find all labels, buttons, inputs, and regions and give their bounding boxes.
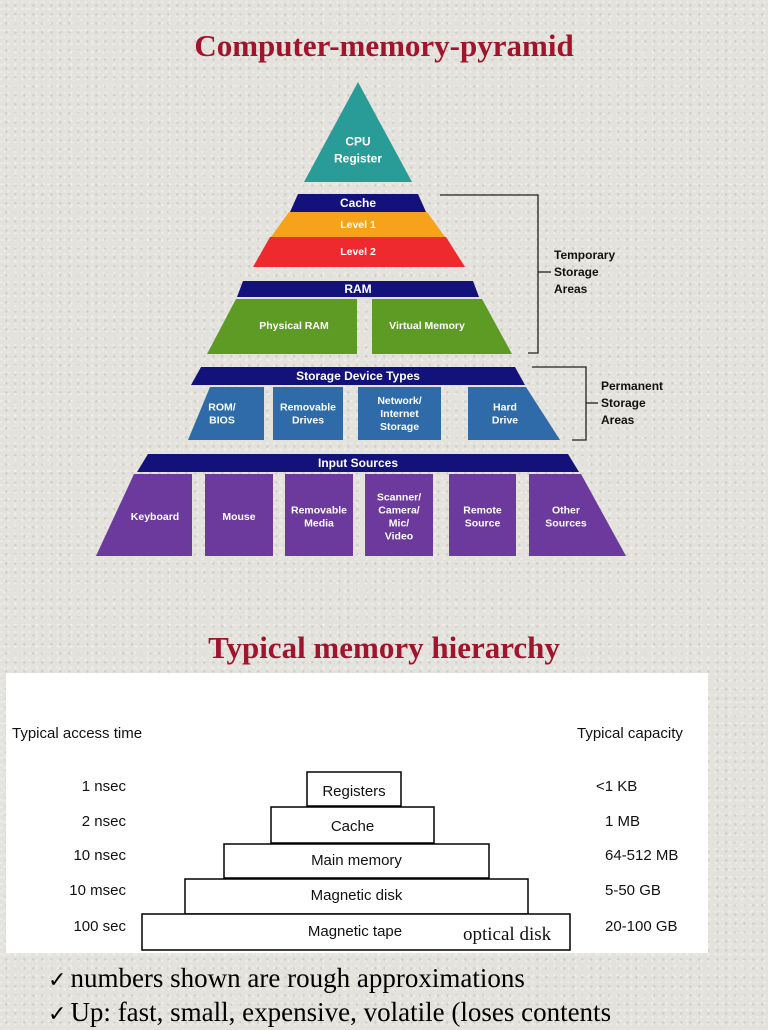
virtual-memory-label: Virtual Memory (389, 320, 465, 332)
capacity-value: 5-50 GB (605, 882, 661, 899)
input-header-band (137, 454, 579, 472)
input-source-block (449, 474, 516, 556)
input-source-block (365, 474, 433, 556)
hierarchy-level-box (223, 843, 490, 879)
storage-device-label: Network/ (377, 395, 421, 407)
hierarchy-level-box (270, 806, 435, 844)
input-source-block (205, 474, 273, 556)
cache-level2-label: Level 2 (340, 246, 376, 258)
hierarchy-panel: Typical access time Typical capacity 1 n… (6, 673, 708, 953)
storage-device-block (468, 387, 560, 440)
capacity-value: 20-100 GB (605, 918, 678, 935)
note-text: Up: fast, small, expensive, volatile (lo… (70, 997, 612, 1027)
access-time-value: 10 nsec (73, 847, 126, 864)
physical-ram-block (207, 299, 357, 354)
pyramid-title: Computer-memory-pyramid (194, 28, 574, 63)
memory-level-name: Cache (331, 818, 374, 835)
permanent-storage-label: Areas (601, 413, 635, 427)
access-time-header: Typical access time (12, 725, 142, 742)
temporary-storage-label: Areas (554, 282, 588, 296)
storage-device-block (273, 387, 343, 440)
input-source-label: Video (385, 531, 413, 543)
cpu-register-label: Register (334, 152, 382, 166)
input-source-block (96, 474, 192, 556)
input-source-label: Remote (463, 505, 502, 517)
input-source-label: Other (552, 505, 580, 517)
storage-device-block (358, 387, 441, 440)
memory-level-name: Main memory (311, 852, 402, 869)
storage-header-label: Storage Device Types (296, 369, 420, 383)
storage-device-label: Drives (292, 415, 324, 427)
permanent-storage-label: Permanent (601, 379, 663, 393)
access-time-value: 1 nsec (82, 778, 127, 795)
access-time-value: 2 nsec (82, 813, 127, 830)
virtual-memory-block (372, 299, 512, 354)
memory-level-name: Magnetic tape (308, 923, 402, 940)
storage-device-label: Drive (492, 415, 518, 427)
storage-device-label: Removable (280, 402, 336, 414)
memory-pyramid-diagram: CPU Register Cache Level 1 Level 2 RAM Ph… (96, 82, 663, 556)
storage-device-label: Internet (380, 408, 419, 420)
storage-device-label: BIOS (209, 415, 235, 427)
capacity-value: 1 MB (605, 813, 640, 830)
input-header-label: Input Sources (318, 456, 398, 470)
cpu-register-label: CPU (345, 135, 370, 149)
storage-device-block (188, 387, 264, 440)
check-icon: ✓ (48, 1001, 67, 1026)
storage-device-label: Hard (493, 402, 517, 414)
storage-device-label: ROM/ (208, 402, 235, 414)
hierarchy-row: 10 nsec Main memory 64-512 MB (73, 843, 678, 879)
cache-level1-label: Level 1 (340, 219, 376, 231)
capacity-value: 64-512 MB (605, 847, 678, 864)
note-item: ✓Up: fast, small, expensive, volatile (l… (48, 996, 768, 1030)
storage-device-label: Storage (380, 421, 419, 433)
check-icon: ✓ (48, 967, 67, 992)
capacity-header: Typical capacity (577, 725, 683, 742)
physical-ram-label: Physical RAM (259, 320, 329, 332)
cpu-triangle (304, 82, 412, 182)
input-source-label: Camera/ (378, 505, 420, 517)
access-time-value: 100 sec (73, 918, 126, 935)
input-source-block (285, 474, 353, 556)
note-item: ✓numbers shown are rough approximations (48, 962, 768, 996)
hierarchy-row: 100 sec Magnetic tape 20-100 GB (73, 913, 678, 951)
input-source-label: Removable (291, 505, 347, 517)
hierarchy-level-box (184, 878, 529, 915)
notes-list: ✓numbers shown are rough approximations … (48, 962, 768, 1030)
input-source-label: Mouse (222, 511, 255, 523)
hierarchy-title: Typical memory hierarchy (208, 630, 560, 665)
cache-header-label: Cache (340, 196, 376, 210)
note-text: numbers shown are rough approximations (70, 963, 525, 993)
input-source-label: Mic/ (389, 518, 410, 530)
capacity-value: <1 KB (596, 778, 637, 795)
cache-level2-band (253, 237, 465, 267)
input-source-label: Source (465, 518, 501, 530)
optical-disk-label: optical disk (463, 924, 552, 945)
input-source-label: Keyboard (131, 511, 179, 523)
ram-header-label: RAM (344, 282, 371, 296)
ram-header-band (237, 281, 479, 297)
hierarchy-row: 10 msec Magnetic disk 5-50 GB (69, 878, 661, 915)
cache-header-band (290, 194, 426, 212)
access-time-value: 10 msec (69, 882, 126, 899)
cache-level1-band (271, 212, 445, 237)
memory-hierarchy-diagram: Typical access time Typical capacity 1 n… (12, 725, 683, 951)
temporary-bracket (440, 194, 539, 354)
temporary-storage-label: Temporary (554, 248, 615, 262)
hierarchy-row: 2 nsec Cache 1 MB (82, 806, 640, 844)
input-source-label: Sources (545, 518, 587, 530)
hierarchy-level-box (306, 771, 402, 807)
storage-header-band (191, 367, 525, 385)
input-source-block (529, 474, 626, 556)
memory-level-name: Magnetic disk (311, 887, 403, 904)
hierarchy-level-box (141, 913, 571, 951)
memory-level-name: Registers (322, 783, 385, 800)
input-source-label: Media (304, 518, 334, 530)
permanent-storage-label: Storage (601, 396, 646, 410)
input-source-label: Scanner/ (377, 492, 421, 504)
hierarchy-row: 1 nsec Registers <1 KB (82, 771, 637, 807)
temporary-storage-label: Storage (554, 265, 599, 279)
